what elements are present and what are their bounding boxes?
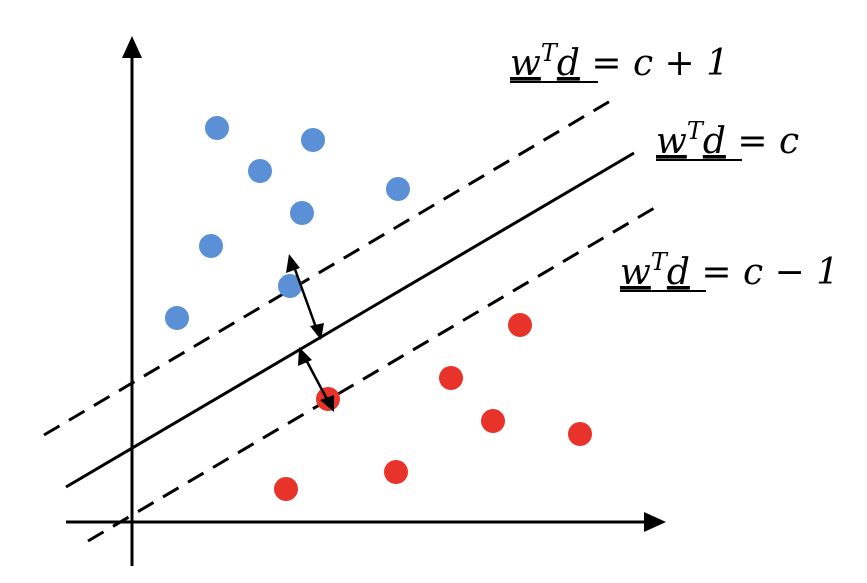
data-point bbox=[205, 116, 229, 140]
eq-middle-d: d bbox=[703, 121, 726, 162]
data-point bbox=[199, 234, 223, 258]
support-vector-point bbox=[278, 274, 302, 298]
data-point bbox=[439, 366, 463, 390]
decision-boundary-line bbox=[65, 151, 635, 489]
lower-margin-line bbox=[87, 205, 657, 543]
axes bbox=[66, 36, 666, 566]
eq-middle-w: w bbox=[656, 121, 687, 162]
eq-upper-d: d bbox=[557, 43, 580, 84]
eq-lower-w: w bbox=[620, 252, 651, 293]
data-point bbox=[481, 409, 505, 433]
equation-middle: wTd = c bbox=[656, 117, 799, 162]
eq-upper-w: w bbox=[510, 43, 541, 84]
upper-margin-arrow-icon bbox=[286, 254, 324, 340]
svg-text:wTd = c: wTd = c bbox=[656, 117, 799, 162]
eq-upper-rhs: = c + 1 bbox=[580, 43, 729, 84]
data-point bbox=[274, 477, 298, 501]
svg-text:wTd = c − 1: wTd = c − 1 bbox=[620, 248, 839, 293]
lower-margin-arrow-icon bbox=[298, 347, 334, 412]
upper-margin-line bbox=[43, 98, 613, 437]
data-point bbox=[384, 460, 408, 484]
y-axis-arrow-icon bbox=[122, 36, 142, 58]
data-point bbox=[301, 128, 325, 152]
equation-lower: wTd = c − 1 bbox=[620, 248, 839, 293]
eq-upper-sup: T bbox=[541, 39, 559, 67]
eq-middle-sup: T bbox=[687, 117, 705, 145]
equation-upper: wTd = c + 1 bbox=[510, 39, 729, 84]
data-point bbox=[290, 201, 314, 225]
eq-middle-rhs: = c bbox=[726, 121, 799, 162]
eq-lower-rhs: = c − 1 bbox=[690, 252, 839, 293]
data-point bbox=[568, 422, 592, 446]
negative-class-points bbox=[274, 313, 592, 501]
data-point bbox=[165, 306, 189, 330]
hyperplanes bbox=[43, 98, 657, 543]
data-point bbox=[508, 313, 532, 337]
x-axis-arrow-icon bbox=[644, 512, 666, 532]
data-point bbox=[248, 159, 272, 183]
svg-text:wTd = c + 1: wTd = c + 1 bbox=[510, 39, 729, 84]
eq-lower-sup: T bbox=[651, 248, 669, 276]
data-point bbox=[386, 177, 410, 201]
positive-class-points bbox=[165, 116, 410, 330]
eq-lower-d: d bbox=[667, 252, 690, 293]
